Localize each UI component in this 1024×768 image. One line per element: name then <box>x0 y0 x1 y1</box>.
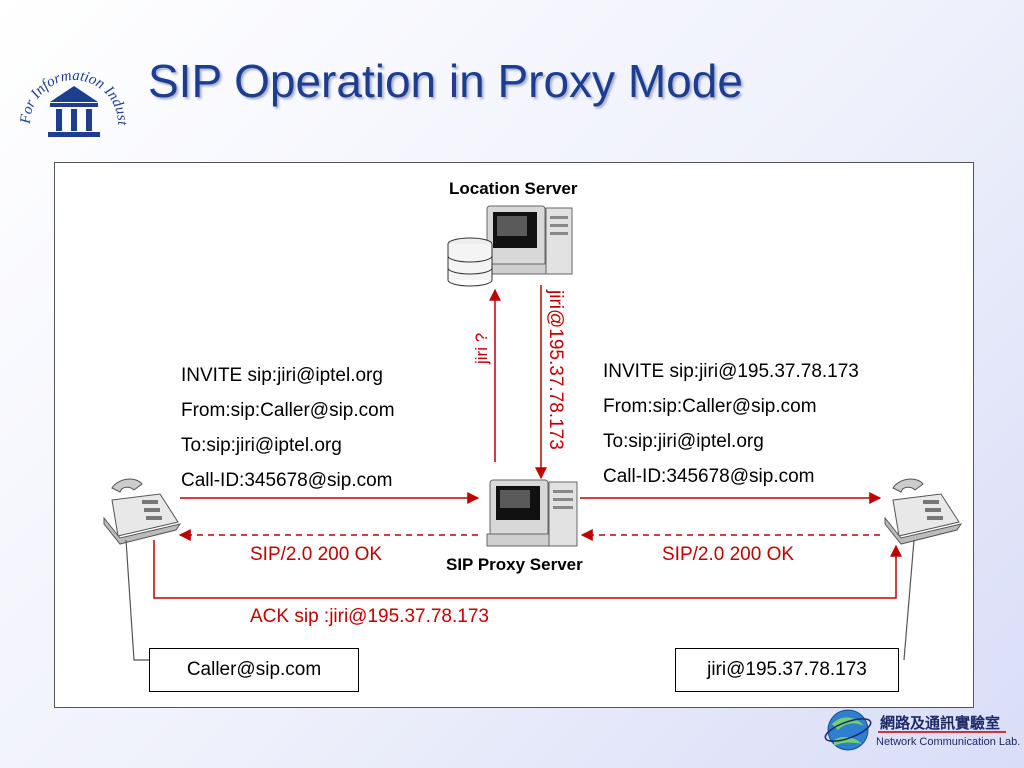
ack-label: ACK sip :jiri@195.37.78.173 <box>250 606 489 627</box>
response-label: jiri@195.37.78.173 <box>545 290 566 450</box>
lab-name-en: Network Communication Lab. <box>876 736 1021 748</box>
sip-proxy-server-icon <box>486 479 578 547</box>
network-lab-logo-icon <box>824 709 872 751</box>
lab-name-zh: 網路及通訊實驗室 <box>880 715 1001 732</box>
invite-left-line1: INVITE sip:jiri@iptel.org <box>181 365 383 386</box>
sip-proxy-server-label: SIP Proxy Server <box>446 555 583 574</box>
callee-phone-icon <box>884 478 963 545</box>
invite-left-line3: To:sip:jiri@iptel.org <box>181 435 342 456</box>
invite-message-left: INVITE sip:jiri@iptel.org From:sip:Calle… <box>181 358 395 498</box>
ok-label-right: SIP/2.0 200 OK <box>662 544 795 565</box>
location-server-icon <box>447 205 573 287</box>
institute-logo: For Information Industry Institute <box>14 56 130 137</box>
invite-left-line4: Call-ID:345678@sip.com <box>181 470 393 491</box>
query-label: jiri ? <box>472 332 491 364</box>
invite-message-right: INVITE sip:jiri@195.37.78.173 From:sip:C… <box>603 354 859 494</box>
ack-arrow <box>153 540 902 599</box>
invite-right-line4: Call-ID:345678@sip.com <box>603 466 815 487</box>
slide-title: SIP Operation in Proxy Mode <box>148 55 743 107</box>
invite-left-line2: From:sip:Caller@sip.com <box>181 400 395 421</box>
callee-cord-line <box>903 539 915 661</box>
invite-right-line2: From:sip:Caller@sip.com <box>603 396 817 417</box>
callee-address-box: jiri@195.37.78.173 <box>675 648 899 692</box>
caller-phone-icon <box>103 478 182 545</box>
institute-building-icon <box>48 86 100 137</box>
invite-right-line3: To:sip:jiri@iptel.org <box>603 431 764 452</box>
caller-cord-line <box>125 539 150 661</box>
invite-right-line1: INVITE sip:jiri@195.37.78.173 <box>603 361 859 382</box>
ok-label-left: SIP/2.0 200 OK <box>250 544 383 565</box>
caller-address-box: Caller@sip.com <box>149 648 359 692</box>
location-server-label: Location Server <box>449 179 578 198</box>
